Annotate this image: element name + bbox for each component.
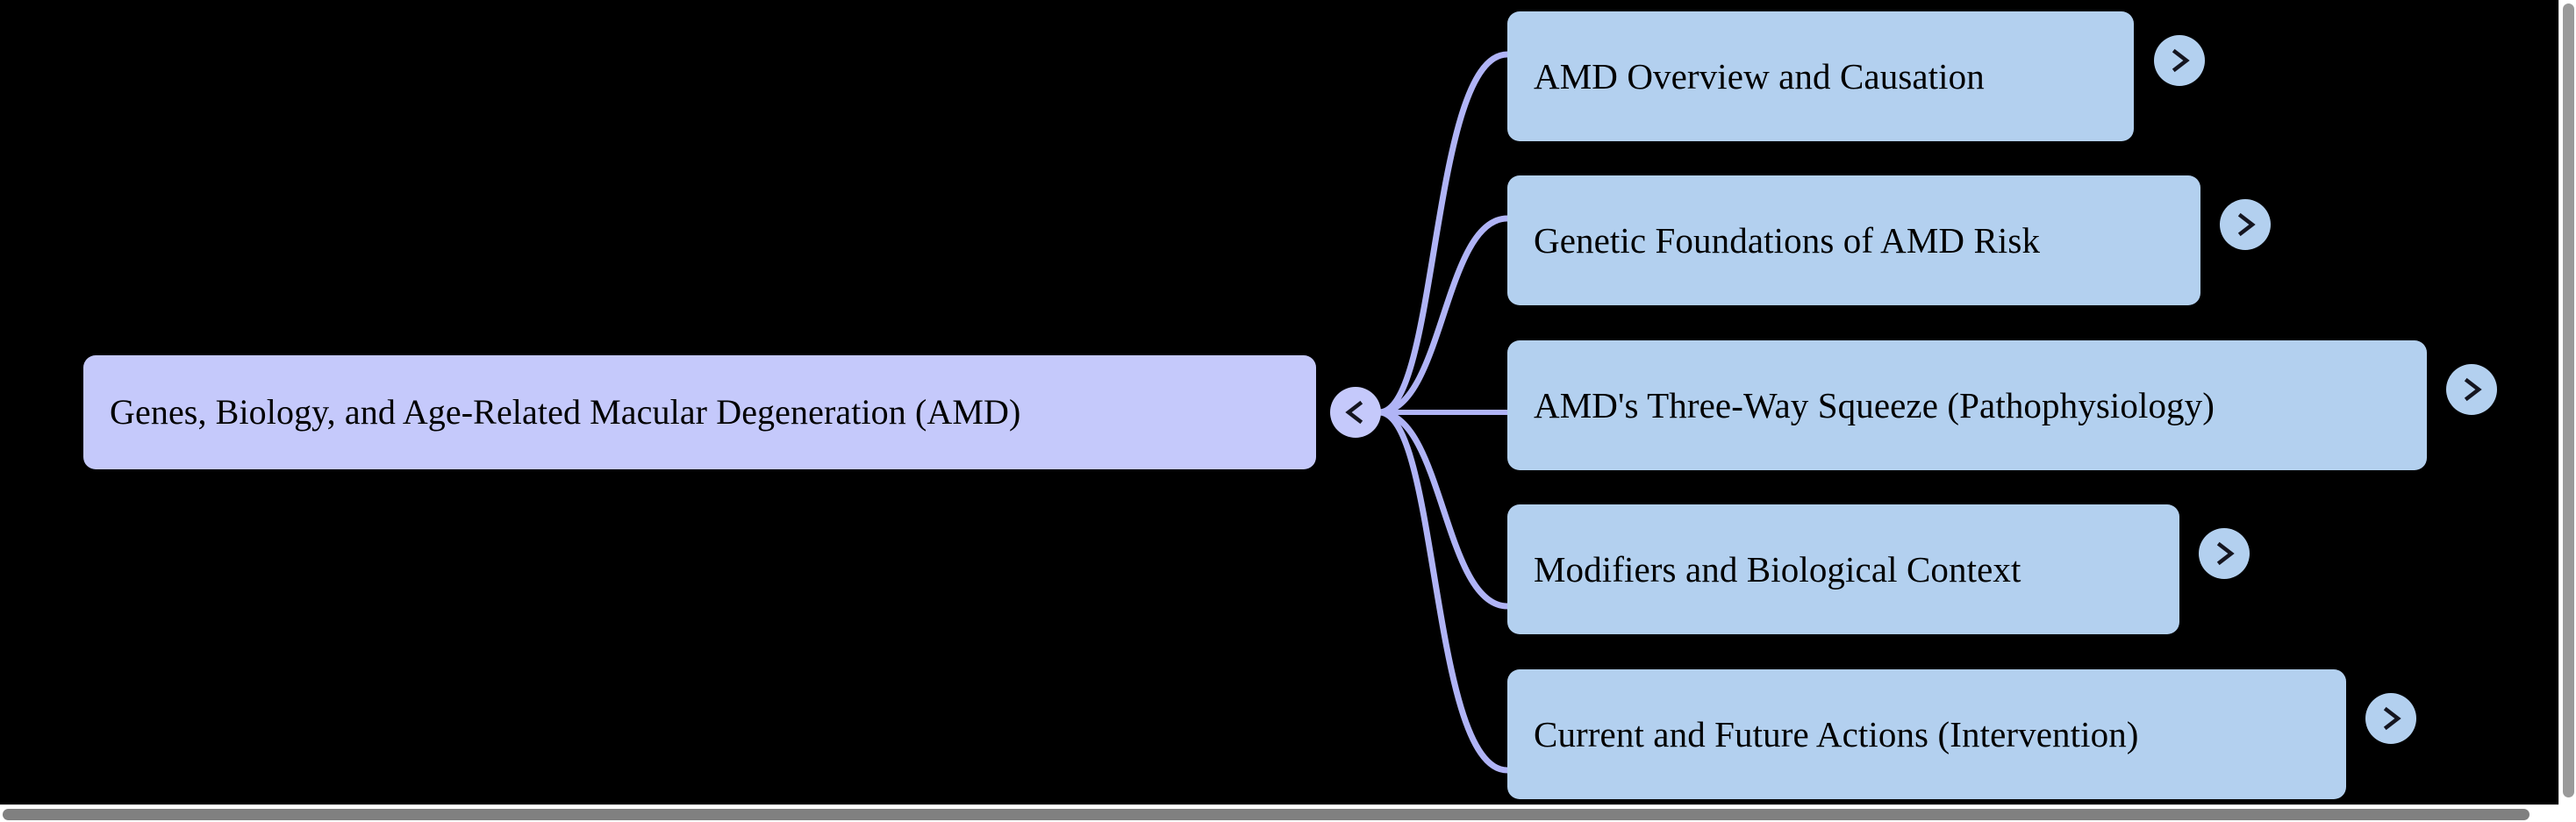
scrollbar-corner — [2558, 804, 2576, 822]
child-node-2-expand-toggle[interactable] — [2220, 199, 2271, 250]
child-node-1-label: AMD Overview and Causation — [1534, 55, 1985, 96]
child-node-4[interactable]: Modifiers and Biological Context — [1507, 504, 2179, 634]
chevron-right-icon — [2216, 541, 2235, 566]
vertical-scrollbar[interactable] — [2558, 0, 2576, 808]
root-collapse-toggle[interactable] — [1330, 387, 1381, 438]
child-node-3[interactable]: AMD's Three-Way Squeeze (Pathophysiology… — [1507, 340, 2427, 470]
edge-to-child-1 — [1376, 51, 1511, 416]
edge-to-child-5 — [1376, 409, 1511, 774]
chevron-right-icon — [2172, 48, 2190, 73]
edge-to-child-4 — [1376, 409, 1511, 610]
child-node-3-label: AMD's Three-Way Squeeze (Pathophysiology… — [1534, 384, 2215, 425]
child-node-3-expand-toggle[interactable] — [2446, 364, 2497, 415]
child-node-5-expand-toggle[interactable] — [2365, 693, 2416, 744]
child-node-1-expand-toggle[interactable] — [2154, 35, 2205, 86]
chevron-right-icon — [2464, 377, 2482, 402]
child-node-1[interactable]: AMD Overview and Causation — [1507, 11, 2134, 141]
chevron-right-icon — [2383, 706, 2401, 731]
edge-to-child-2 — [1376, 215, 1511, 416]
child-node-5[interactable]: Current and Future Actions (Intervention… — [1507, 669, 2346, 799]
chevron-right-icon — [2237, 212, 2256, 237]
horizontal-scrollbar-thumb[interactable] — [3, 809, 2529, 820]
child-node-4-expand-toggle[interactable] — [2199, 528, 2250, 579]
vertical-scrollbar-thumb[interactable] — [2563, 4, 2574, 797]
chevron-left-icon — [1345, 400, 1363, 425]
child-node-2[interactable]: Genetic Foundations of AMD Risk — [1507, 175, 2200, 305]
root-node-label: Genes, Biology, and Age-Related Macular … — [110, 392, 1021, 432]
child-node-5-label: Current and Future Actions (Intervention… — [1534, 713, 2139, 754]
child-node-4-label: Modifiers and Biological Context — [1534, 548, 2021, 590]
root-node[interactable]: Genes, Biology, and Age-Related Macular … — [83, 355, 1316, 469]
horizontal-scrollbar[interactable] — [0, 804, 2564, 822]
child-node-2-label: Genetic Foundations of AMD Risk — [1534, 219, 2041, 261]
